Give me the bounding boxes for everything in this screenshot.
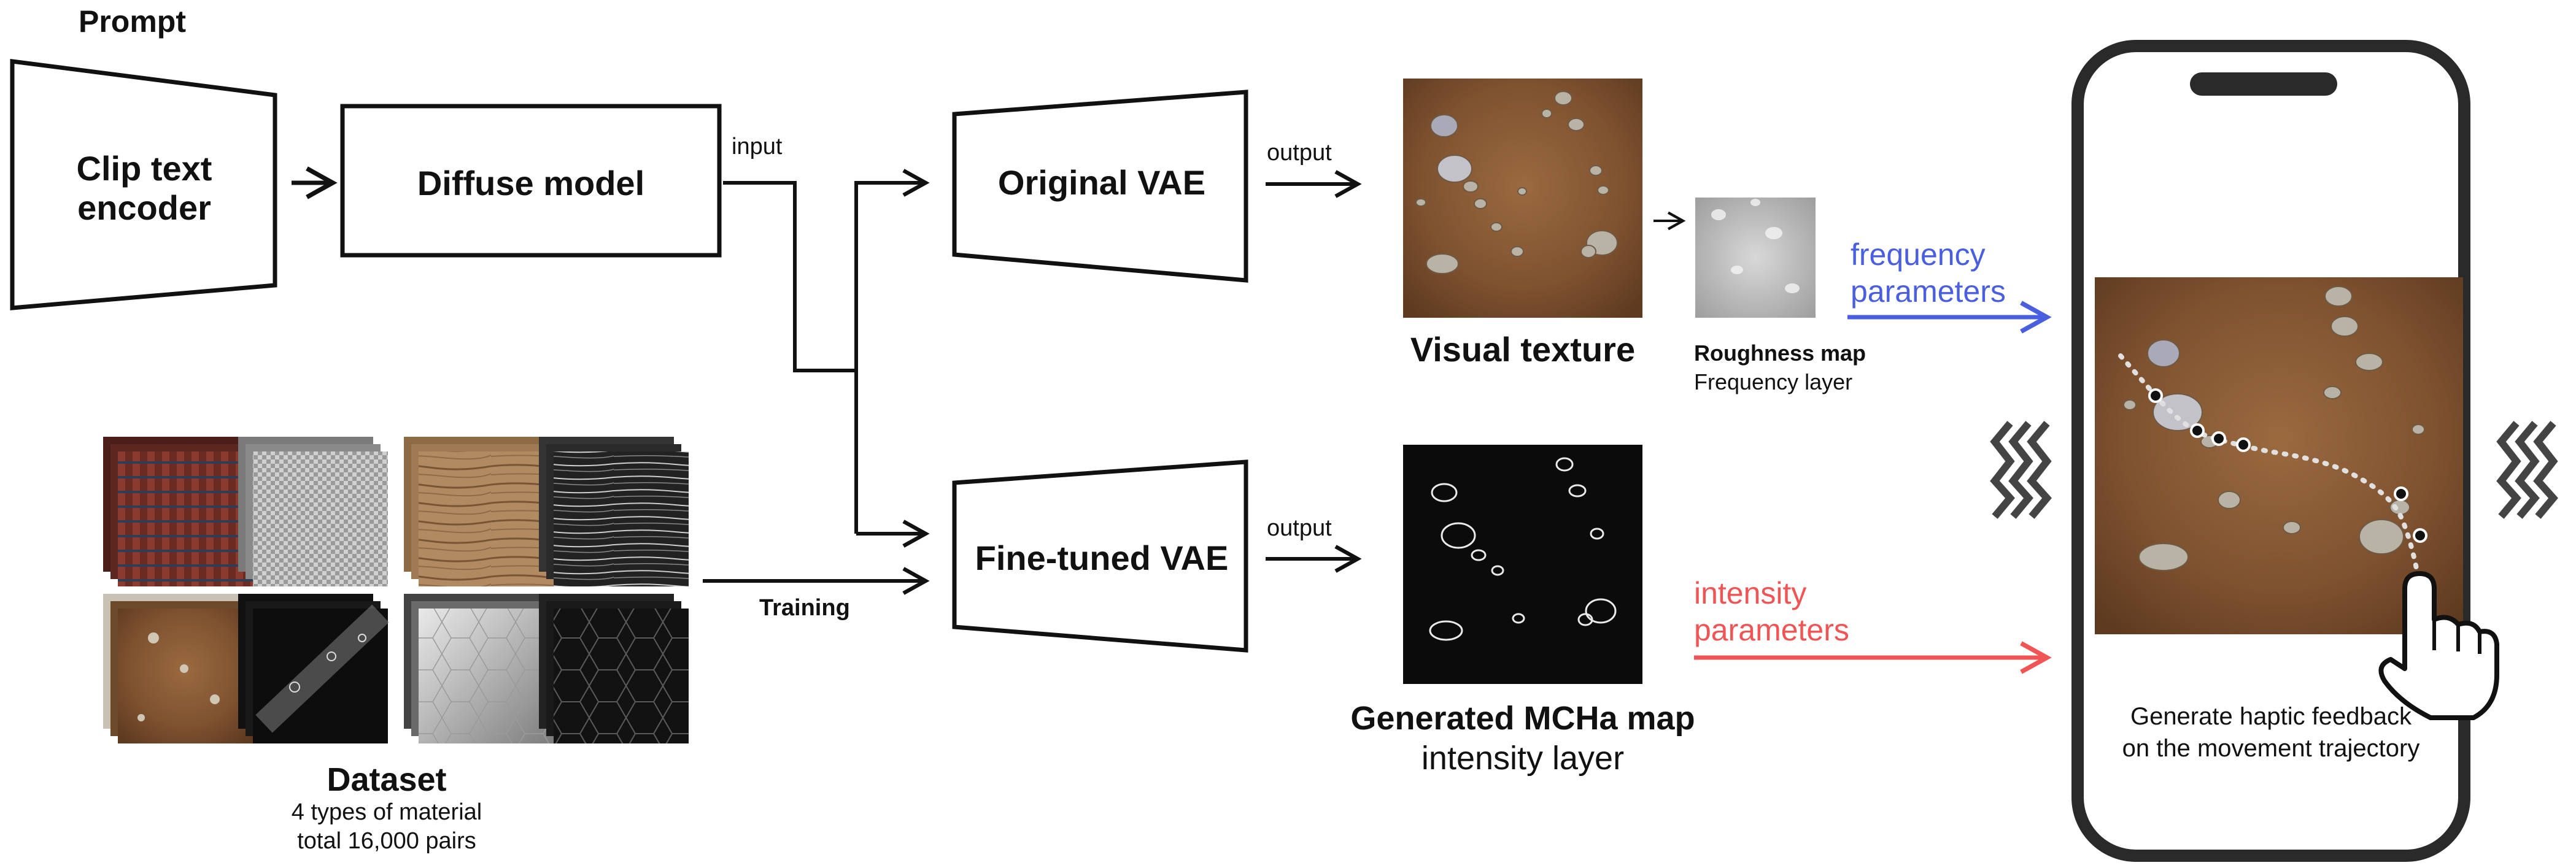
finetuned-vae-shape xyxy=(952,459,1248,653)
mcha-map-title: Generated MCHa map xyxy=(1350,700,1695,737)
trajectory-points xyxy=(2148,388,2427,543)
dataset-wood-stack xyxy=(404,437,689,586)
original-vae-label: Original VAE xyxy=(997,163,1206,202)
mcha-map-subtitle: intensity layer xyxy=(1421,740,1625,777)
frequency-parameters-label: frequency parameters xyxy=(1851,237,2006,309)
phone-speaker xyxy=(2190,72,2337,96)
hand-pointer-icon xyxy=(2378,571,2499,720)
training-label: Training xyxy=(759,595,850,621)
mcha-map-image xyxy=(1403,445,1642,684)
output-top-label: output xyxy=(1267,140,1332,166)
phone-caption: Generate haptic feedback on the movement… xyxy=(2122,703,2420,762)
clip-encoder-shape xyxy=(10,59,277,310)
intensity-parameters-label: intensity parameters xyxy=(1694,576,1849,647)
clip-encoder-label: Clip text encoder xyxy=(76,149,212,227)
dataset-line-2: total 16,000 pairs xyxy=(297,828,476,854)
dataset-fabric-stack xyxy=(103,437,388,586)
visual-texture-image xyxy=(1403,79,1642,318)
vibration-right-icon xyxy=(2496,421,2558,519)
input-label: input xyxy=(732,134,783,159)
diffuse-model-box xyxy=(340,104,722,258)
dataset-soil-stack xyxy=(103,594,389,743)
diffuse-model-label: Diffuse model xyxy=(417,164,645,202)
roughness-map-subtitle: Frequency layer xyxy=(1694,369,1853,394)
roughness-map-title: Roughness map xyxy=(1694,340,1866,366)
original-vae-shape xyxy=(952,90,1248,283)
visual-texture-label: Visual texture xyxy=(1410,330,1636,369)
connector-diffuse-split xyxy=(723,181,856,372)
phone-screen-texture xyxy=(2095,277,2463,634)
finetuned-vae-label: Fine-tuned VAE xyxy=(975,539,1229,577)
vibration-left-icon xyxy=(1990,421,2052,519)
dataset-title: Dataset xyxy=(327,761,447,798)
dataset-line-1: 4 types of material xyxy=(291,799,482,825)
prompt-label: Prompt xyxy=(79,4,186,39)
arrow-to-original-vae xyxy=(854,169,930,534)
roughness-map-image xyxy=(1695,198,1816,318)
output-bottom-label: output xyxy=(1267,515,1332,541)
dataset-metal-stack xyxy=(404,594,689,743)
